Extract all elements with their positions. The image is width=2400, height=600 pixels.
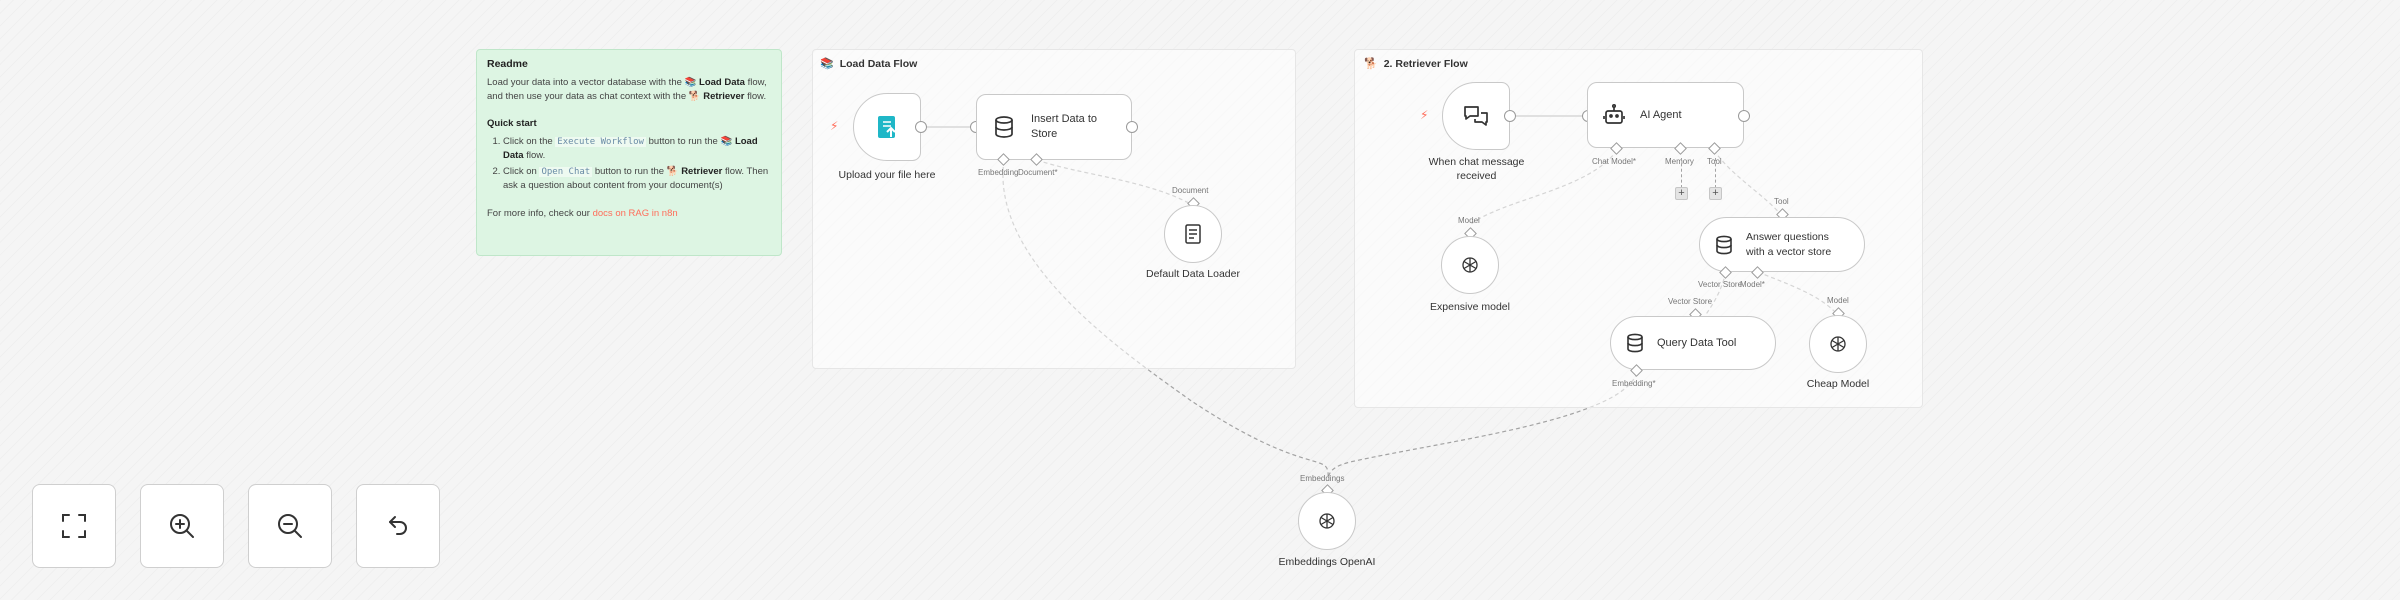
zoom-out-button[interactable] (248, 484, 332, 568)
quick-start-step-1: Click on the Execute Workflow button to … (503, 135, 771, 163)
fit-view-icon (59, 511, 89, 541)
ai-agent-node[interactable]: AI Agent (1587, 82, 1744, 148)
openai-icon (1460, 255, 1480, 275)
chat-trigger-bolt-icon: ⚡ (1420, 108, 1429, 122)
zoom-in-button[interactable] (140, 484, 224, 568)
load-data-flow-title: 📚 Load Data Flow (820, 57, 918, 71)
answer-vector-store-label: Vector Store (1698, 280, 1743, 289)
memory-connector-line (1681, 158, 1682, 188)
cheap-model-label: Cheap Model (1806, 378, 1870, 390)
insert-data-store-node[interactable]: Insert Data to Store (976, 94, 1132, 160)
agent-chat-model-label: Chat Model* (1592, 157, 1637, 166)
agent-node-title: AI Agent (1640, 108, 1682, 121)
form-file-icon (872, 112, 902, 142)
trigger-bolt-icon: ⚡ (830, 119, 839, 133)
quick-start-list: Click on the Execute Workflow button to … (487, 135, 771, 194)
openai-cheap-icon (1828, 334, 1848, 354)
zoom-out-icon (275, 511, 305, 541)
readme-intro: Load your data into a vector database wi… (487, 77, 767, 102)
agent-tool-label: Tool (1707, 157, 1722, 166)
chat-bubbles-icon (1462, 102, 1490, 130)
upload-output-handle[interactable] (915, 121, 927, 133)
retriever-flow-title: 🐕 2. Retriever Flow (1364, 57, 1468, 71)
answer-vector-store-node[interactable]: Answer questions with a vector store (1699, 217, 1865, 272)
tool-connector-line (1715, 158, 1716, 188)
embeddings-openai-node[interactable] (1298, 492, 1356, 550)
vector-database-icon (1714, 234, 1734, 256)
readme-title: Readme (487, 58, 528, 70)
add-memory-button[interactable]: + (1675, 187, 1688, 200)
quick-start-step-2: Click on Open Chat button to run the 🐕 R… (503, 165, 771, 193)
agent-output-handle[interactable] (1738, 110, 1750, 122)
zoom-in-icon (167, 511, 197, 541)
upload-node-label: Upload your file here (838, 169, 936, 181)
insert-output-handle[interactable] (1126, 121, 1138, 133)
document-loader-icon (1184, 224, 1202, 244)
cheap-model-node[interactable] (1809, 315, 1867, 373)
chat-trigger-label: When chat message received (1428, 156, 1525, 183)
embeddings-openai-label: Embeddings OpenAI (1278, 556, 1376, 568)
chat-message-trigger-node[interactable] (1442, 82, 1510, 150)
answer-model-label: Model* (1740, 280, 1765, 289)
readme-footer: For more info, check our docs on RAG in … (487, 208, 678, 220)
insert-node-title: Insert Data to Store (1031, 113, 1098, 140)
reset-zoom-button[interactable] (356, 484, 440, 568)
add-tool-button[interactable]: + (1709, 187, 1722, 200)
query-data-tool-node[interactable]: Query Data Tool (1610, 316, 1776, 370)
expensive-model-label: Expensive model (1430, 301, 1510, 313)
openai-embeddings-icon (1317, 511, 1337, 531)
embeddings-port-label: Embeddings (1300, 474, 1345, 483)
query-node-title: Query Data Tool (1657, 336, 1737, 349)
fit-view-button[interactable] (32, 484, 116, 568)
default-data-loader-node[interactable] (1164, 205, 1222, 263)
readme-sticky-note[interactable]: Readme Load your data into a vector data… (476, 49, 782, 256)
reset-zoom-icon (383, 511, 413, 541)
chat-output-handle[interactable] (1504, 110, 1516, 122)
query-database-icon (1625, 332, 1645, 354)
upload-file-trigger-node[interactable] (853, 93, 921, 161)
database-icon (991, 114, 1017, 140)
quick-start-heading: Quick start (487, 117, 537, 129)
expensive-model-node[interactable] (1441, 236, 1499, 294)
insert-document-port-label: Document* (1018, 168, 1058, 177)
loader-node-label: Default Data Loader (1146, 268, 1240, 280)
agent-memory-label: Memory (1665, 157, 1694, 166)
expensive-model-port-label: Model (1458, 216, 1480, 225)
query-embedding-label: Embedding* (1612, 379, 1656, 388)
robot-icon (1602, 103, 1626, 127)
query-vector-store-label: Vector Store (1668, 297, 1713, 306)
answer-node-title: Answer questions with a vector store (1746, 231, 1832, 258)
answer-tool-port-label: Tool (1774, 197, 1789, 206)
loader-port-label: Document (1172, 186, 1209, 195)
insert-embedding-port-label: Embedding (978, 168, 1019, 177)
cheap-model-port-label: Model (1827, 296, 1849, 305)
rag-docs-link[interactable]: docs on RAG in n8n (592, 208, 678, 220)
